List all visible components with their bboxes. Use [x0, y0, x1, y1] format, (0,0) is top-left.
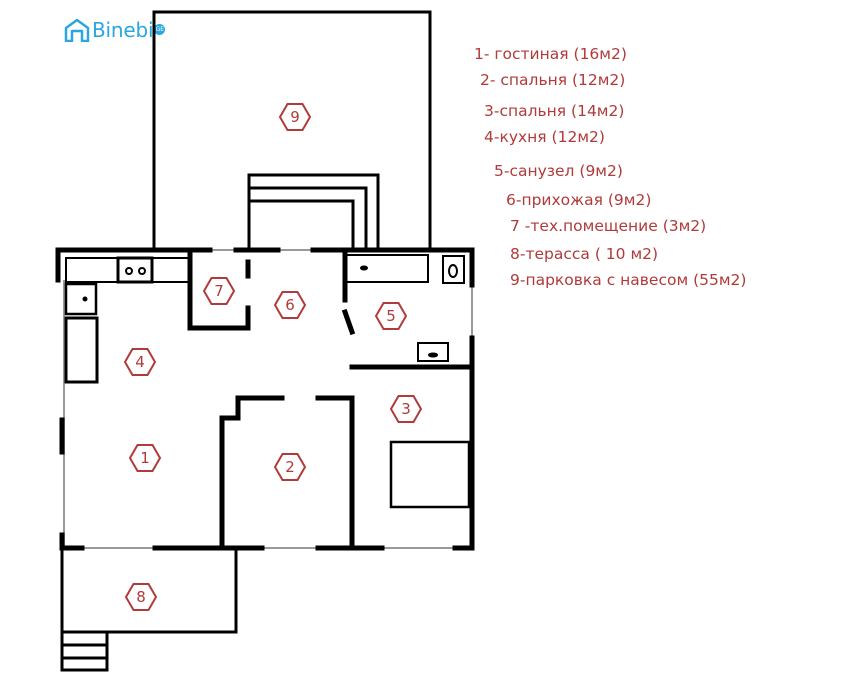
- room-label-1: 1: [128, 444, 162, 472]
- bathroom-fixtures: [345, 254, 465, 362]
- hexagon-badge: [124, 583, 158, 611]
- room-label-7: 7: [202, 277, 236, 305]
- legend-item-6: 6-прихожая (9м2): [506, 191, 652, 209]
- legend-item-5: 5-санузел (9м2): [494, 162, 623, 180]
- hexagon-badge: [273, 453, 307, 481]
- kitchen-fixtures: [64, 256, 191, 384]
- room-number: 5: [386, 307, 396, 325]
- room-label-4: 4: [123, 348, 157, 376]
- hexagon-badge: [123, 348, 157, 376]
- bed: [389, 440, 471, 509]
- entry-steps: [247, 173, 380, 250]
- legend-item-3: 3-спальня (14м2): [484, 102, 625, 120]
- logo-text: Binebi: [92, 18, 154, 42]
- room-label-5: 5: [374, 302, 408, 330]
- room-number: 4: [135, 353, 145, 371]
- room-number: 3: [401, 400, 411, 418]
- room-label-6: 6: [273, 291, 307, 319]
- windows: [63, 249, 473, 549]
- room-number: 6: [285, 296, 295, 314]
- room-number: 7: [214, 282, 224, 300]
- logo-badge: GE: [154, 24, 166, 35]
- hexagon-badge: [374, 302, 408, 330]
- legend-item-9: 9-парковка с навесом (55м2): [510, 271, 747, 289]
- room-number: 2: [285, 458, 295, 476]
- room-label-9: 9: [278, 103, 312, 131]
- legend-item-4: 4-кухня (12м2): [484, 128, 605, 146]
- legend-item-8: 8-терасса ( 10 м2): [510, 245, 659, 263]
- room-label-8: 8: [124, 583, 158, 611]
- carport-outline: [152, 10, 432, 250]
- hexagon-badge: [128, 444, 162, 472]
- room-number: 1: [140, 449, 150, 467]
- legend-item-2: 2- спальня (12м2): [480, 71, 626, 89]
- terrace-outline: [60, 548, 238, 672]
- legend-item-1: 1- гостиная (16м2): [474, 45, 627, 63]
- hexagon-badge: [278, 103, 312, 131]
- room-label-2: 2: [273, 453, 307, 481]
- room-number: 8: [136, 588, 146, 606]
- room-label-3: 3: [389, 395, 423, 423]
- hexagon-badge: [273, 291, 307, 319]
- hexagon-badge: [202, 277, 236, 305]
- legend-item-7: 7 -тех.помещение (3м2): [510, 217, 707, 235]
- binebi-logo: Binebi GE: [64, 18, 166, 42]
- room-number: 9: [290, 108, 300, 126]
- house-icon: [64, 18, 90, 42]
- hexagon-badge: [389, 395, 423, 423]
